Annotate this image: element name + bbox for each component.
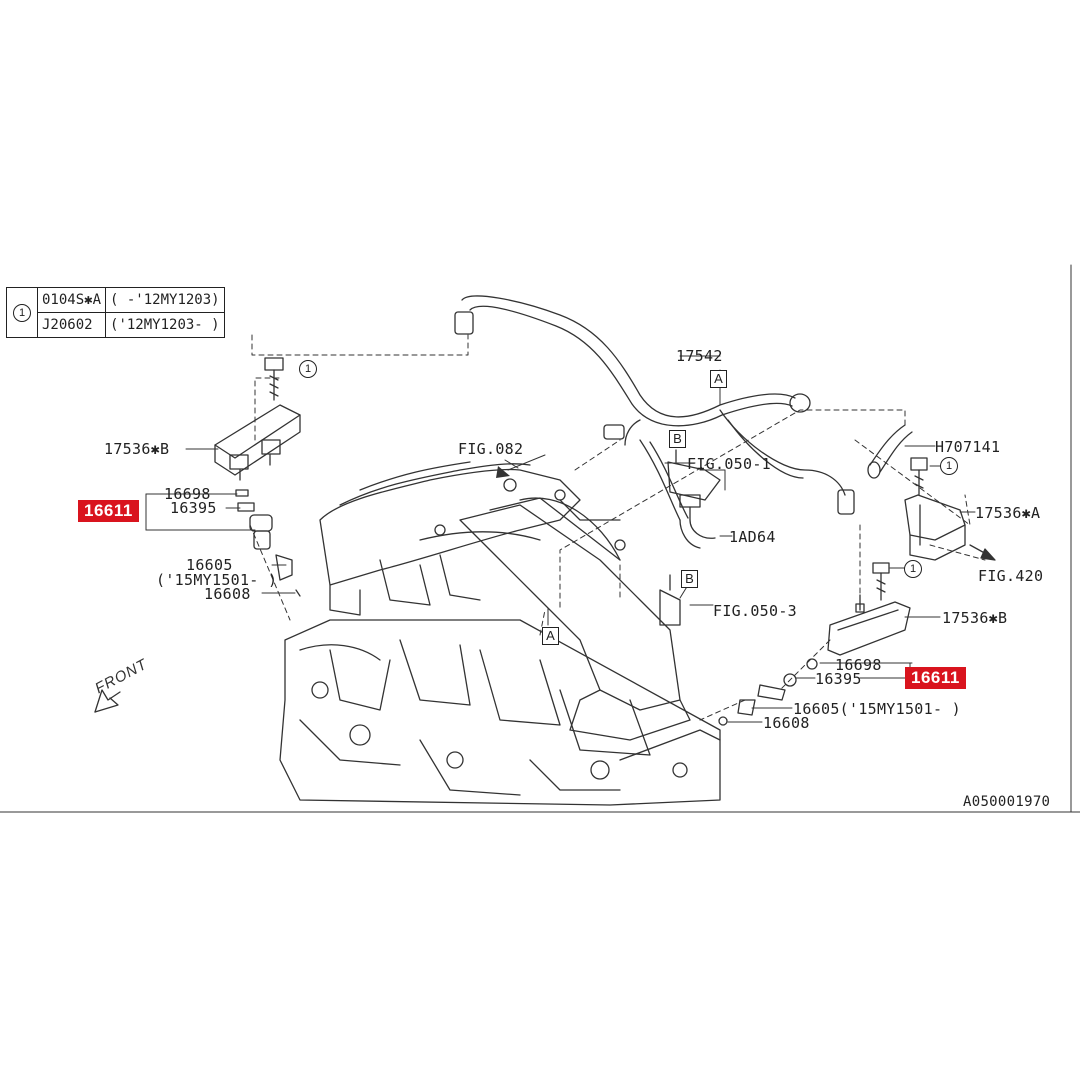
diagram-id: A050001970	[963, 794, 1051, 810]
ref-box-b: B	[669, 430, 686, 448]
label-1ad64: 1AD64	[729, 528, 776, 546]
legend-range-0: ( -'12MY1203)	[105, 287, 225, 313]
ref-box-a: A	[542, 627, 559, 645]
legend-table: 1 0104S✱A ( -'12MY1203) J20602 ('12MY120…	[6, 287, 225, 338]
engine-block	[279, 619, 721, 806]
label-16698-right: 16698	[835, 656, 882, 674]
ref-box-a: A	[710, 370, 727, 388]
bolt-right	[910, 457, 928, 496]
circled-ref-icon: 1	[299, 360, 317, 378]
label-16608-left: 16608	[204, 585, 251, 603]
fuel-rail-right	[904, 494, 966, 561]
label-16608-right: 16608	[763, 714, 810, 732]
legend-range-1: ('12MY1203- )	[105, 312, 225, 338]
label-16698-left: 16698	[164, 485, 211, 503]
label-fig050-1: FIG.050-1	[687, 455, 771, 473]
intake-manifold	[319, 461, 691, 741]
label-17542: 17542	[676, 347, 723, 365]
label-h707141: H707141	[935, 438, 1001, 456]
label-fig082: FIG.082	[458, 440, 524, 458]
fuel-rail-lower-right	[827, 594, 911, 656]
label-17536b-right: 17536✱B	[942, 609, 1008, 627]
arrow-head-fig420	[980, 548, 996, 561]
highlight-16611-left: 16611	[78, 500, 139, 522]
injector-left	[235, 489, 301, 597]
circled-ref-icon: 1	[940, 457, 958, 475]
front-arrow	[94, 689, 121, 713]
label-17536a: 17536✱A	[975, 504, 1041, 522]
leader-legend	[251, 334, 469, 356]
label-15my-left: ('15MY1501- )	[156, 571, 278, 589]
label-16605-left: 16605	[186, 556, 233, 574]
label-17536b-left: 17536✱B	[104, 440, 170, 458]
legend-part-0: 0104S✱A	[36, 287, 107, 313]
legend-row: J20602 ('12MY1203- )	[7, 312, 225, 338]
bolt-lower-right	[872, 562, 890, 601]
label-fig050-3: FIG.050-3	[713, 602, 797, 620]
ref-box-b: B	[681, 570, 698, 588]
bolt-left	[264, 357, 284, 401]
circled-ref-icon: 1	[904, 560, 922, 578]
label-16605-right: 16605('15MY1501- )	[793, 700, 961, 718]
solenoid-valve	[667, 449, 721, 521]
highlight-16611-right: 16611	[905, 667, 966, 689]
label-16395-right: 16395	[815, 670, 862, 688]
legend-symbol-cell: 1	[6, 287, 38, 338]
hose-h707141	[867, 424, 913, 479]
legend-row: 1 0104S✱A ( -'12MY1203)	[6, 287, 225, 338]
hose-17542	[454, 295, 855, 521]
label-fig420: FIG.420	[978, 567, 1044, 585]
legend-part-1: J20602	[36, 312, 107, 338]
circled-ref-icon: 1	[13, 303, 31, 322]
label-16395-left: 16395	[170, 499, 217, 517]
fuel-rail-left	[214, 404, 301, 481]
injector-right	[718, 658, 818, 726]
